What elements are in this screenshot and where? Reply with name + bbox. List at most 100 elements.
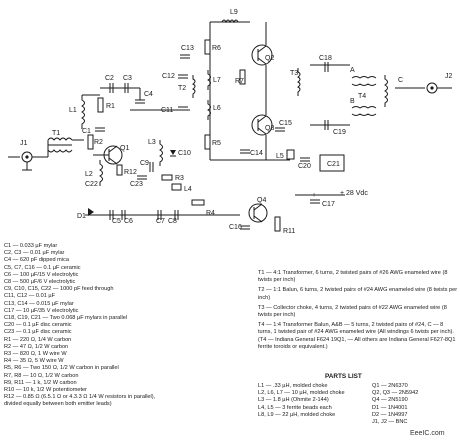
label-l9: L9 [230, 9, 238, 16]
transformer-t1 [47, 137, 84, 157]
label-r4: R4 [206, 210, 215, 217]
label-l7: L7 [213, 77, 221, 84]
component-value-line: R7, R8 — 10 Ω, 1/2 W carbon [4, 372, 79, 379]
label-r12: R12 [124, 169, 137, 176]
label-plus: + [312, 192, 316, 199]
component-value-line: R10 — 10 k, 1/2 W potentiometer [4, 387, 88, 394]
inductor-line: L3 — 1.8 µH (Ohmite 2-144) [258, 397, 329, 404]
component-value-line: R3 — 820 Ω, 1 W wire W [4, 351, 67, 358]
component-value-line: C9, C10, C15, C22 — 1000 pF feed through [4, 286, 114, 293]
semiconductor-line: D2 — 1N4997 [372, 411, 408, 418]
component-value-line: C20 — 0.1 µF disc ceramic [4, 322, 72, 329]
transistor-q1 [93, 145, 123, 165]
transformer-line: T2 — 1:1 Balun, 6 turns, 2 twisted pairs… [258, 287, 458, 301]
label-c5: C5 [112, 218, 121, 225]
transformer-line: T4 — 1:4 Transformer Balun, A&B — 5 turn… [258, 322, 456, 350]
label-l4: L4 [184, 186, 192, 193]
component-value-line: R9, R11 — 1 k, 1/2 W carbon [4, 379, 77, 386]
label-c2: C2 [105, 75, 114, 82]
label-r6: R6 [212, 45, 221, 52]
semiconductor-line: Q4 — 2N5190 [372, 397, 408, 404]
label-c12: C12 [162, 73, 175, 80]
label-l6: L6 [213, 105, 221, 112]
component-value-line: R2 — 47 Ω, 1/2 W carbon [4, 343, 69, 350]
label-q4: Q4 [257, 197, 266, 204]
label-r7: R7 [235, 78, 244, 85]
label-c10: C10 [178, 150, 191, 157]
component-value-line: R5, R6 — Two 150 Ω, 1/2 W carbon in para… [4, 365, 119, 372]
component-value-line: C6 — 100 µF/15 V electrolytic [4, 271, 79, 278]
semiconductor-line: D1 — 1N4001 [372, 404, 408, 411]
label-r3: R3 [175, 175, 184, 182]
label-r1: R1 [106, 103, 115, 110]
label-c17: C17 [322, 201, 335, 208]
label-t3: T3 [290, 70, 298, 77]
label-c1: C1 [82, 128, 91, 135]
label-b: B [350, 98, 355, 105]
component-value-line: C1 — 0.033 µF mylar [4, 243, 58, 249]
label-c7: C7 [156, 218, 165, 225]
label-c13: C13 [181, 45, 194, 52]
label-c11: C11 [161, 107, 173, 114]
transistor-q3 [251, 114, 273, 136]
inductor-line: L4, L5 — 3 ferrite beads each [258, 404, 332, 411]
component-value-line: C8 — 500 µF/6 V electrolytic [4, 279, 76, 286]
transistor-q2 [251, 44, 273, 66]
transistor-q4 [248, 203, 268, 223]
component-value-line: R4 — 35 Ω, 5 W wire W [4, 358, 64, 365]
label-d1: D1 [77, 213, 86, 220]
component-value-line: R12 — 0.85 Ω (6.5.1 Ω or 4.3.3 Ω 1/4 W r… [4, 394, 156, 401]
component-value-line: C2, C3 — 0.01 µF mylar [4, 250, 65, 257]
label-supply-voltage: + 28 Vdc [340, 190, 368, 197]
label-c20: C20 [298, 163, 311, 170]
label-c14: C14 [250, 150, 263, 157]
transformer-line: T3 — Collector choke, 4 turns, 2 twisted… [258, 304, 447, 319]
component-value-line: divided equally between both emitter lea… [4, 401, 112, 408]
label-c: C [398, 77, 403, 84]
semiconductor-line: Q2, Q3 — 2N5942 [372, 390, 419, 397]
inductor-line: L1 — .33 µH, molded choke [258, 383, 328, 389]
label-c22: C22 [85, 181, 98, 188]
label-c23: C23 [130, 181, 143, 188]
label-r2: R2 [94, 139, 103, 146]
label-l1: L1 [69, 107, 77, 114]
component-value-line: C5, C7, C16 — 0.1 µF ceramic [4, 264, 81, 271]
transformer-descriptions: T1 — 4:1 Transformer, 6 turns, 2 twisted… [258, 270, 458, 354]
label-a: A [350, 67, 355, 74]
label-t1: T1 [52, 130, 60, 137]
label-c18: C18 [319, 55, 332, 62]
label-c3: C3 [123, 75, 132, 82]
label-c6: C6 [124, 218, 133, 225]
component-value-line: C13, C14 — 0.015 µF mylar [4, 300, 74, 307]
label-l5: L5 [276, 153, 284, 160]
label-c21: C21 [327, 161, 340, 168]
label-j1: J1 [20, 140, 28, 147]
label-t2: T2 [178, 85, 186, 92]
label-q3: Q3 [265, 125, 274, 132]
inductor-line: L2, L6, L7 — 10 µH, molded choke [258, 390, 345, 397]
semiconductor-line: Q1 — 2N6370 [372, 383, 408, 389]
label-l2: L2 [85, 171, 93, 178]
rf-amplifier-schematic: J1 T1 L1 C1 R1 C2 C3 C4 R2 Q1 L2 C22 R [8, 9, 453, 235]
transformer-line: T1 — 4:1 Transformer, 6 turns, 2 twisted… [258, 270, 448, 284]
parts-list-title: PARTS LIST [325, 373, 362, 380]
component-value-line: R1 — 220 Ω, 1/4 W carbon [4, 336, 72, 343]
label-c19: C19 [333, 129, 346, 136]
label-c16: C16 [229, 224, 242, 231]
component-value-line: C17 — 10 µF/35 V electrolytic [4, 307, 79, 314]
connector-j1 [8, 151, 48, 171]
label-r5: R5 [212, 140, 221, 147]
label-c8: C8 [168, 218, 177, 225]
label-c15: C15 [279, 120, 292, 127]
component-value-line: C23 — 0.1 µF disc ceramic [4, 329, 72, 336]
semiconductor-line: J1, J2 — BNC [372, 419, 408, 426]
label-q1: Q1 [120, 145, 129, 152]
component-value-line: C4 — 620 pF dipped mica [4, 257, 69, 264]
label-q2: Q2 [265, 55, 274, 62]
label-t4: T4 [358, 93, 366, 100]
component-value-line: C11, C12 — 0.01 µF [4, 293, 55, 300]
watermark: EeeIC.com [410, 430, 445, 437]
